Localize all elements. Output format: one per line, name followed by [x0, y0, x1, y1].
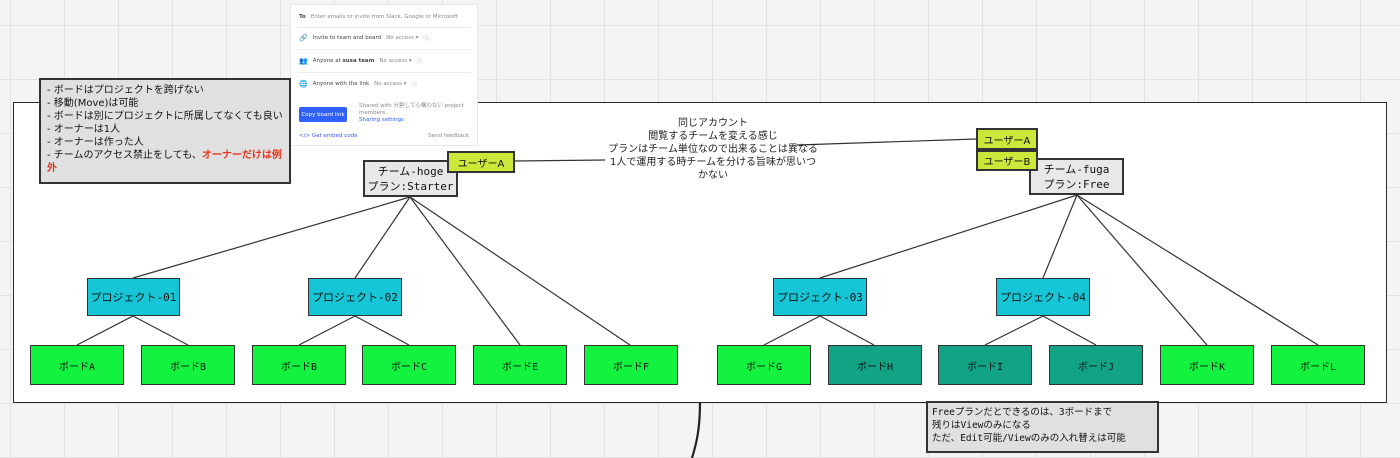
edge-p01-boardB — [132, 315, 189, 346]
anyone-link-label: Anyone with the link — [312, 81, 370, 87]
edge-center-userA2 — [796, 138, 977, 146]
edge-fuga-boardL — [1076, 194, 1319, 346]
project-03: プロジェクト-03 — [773, 278, 867, 316]
board-c: ボードC — [362, 345, 456, 385]
team-plan: プラン:Starter — [367, 179, 454, 193]
edge-hoge-boardE — [409, 196, 521, 346]
rule-item: ボードは別にプロジェクトに所属してなくても良い — [47, 110, 283, 123]
org-label: Anyone at susa team — [312, 58, 375, 64]
people-icon: 👥 — [299, 57, 308, 65]
edge-p04-boardJ — [1042, 315, 1097, 346]
copy-board-link-button[interactable]: Copy board link — [299, 107, 347, 122]
link-icon: 🔗 — [299, 34, 308, 42]
team-plan: プラン:Free — [1043, 177, 1110, 191]
invite-team-label: Invite to team and board — [312, 35, 382, 41]
team-fuga: チーム-fuga プラン:Free — [1029, 158, 1124, 195]
board-a: ボードA — [30, 345, 124, 385]
user-a-fuga: ユーザーA — [976, 128, 1038, 150]
board-k: ボードK — [1160, 345, 1254, 385]
edge-fuga-p03 — [819, 194, 1078, 279]
shared-with-text: Shared with 分割して心構わない project members. S… — [359, 103, 464, 123]
owner-exception: オーナーだけは例外 — [47, 150, 282, 174]
board-i: ボードI — [938, 345, 1032, 385]
board-l: ボードL — [1271, 345, 1365, 385]
divider — [297, 27, 471, 28]
board-g: ボードG — [717, 345, 811, 385]
rules-note: ボードはプロジェクトを跨げない 移動(Move)は可能 ボードは別にプロジェクト… — [39, 78, 291, 184]
rule-item: オーナーは1人 — [47, 123, 283, 136]
info-icon: ⓘ — [423, 36, 429, 42]
edge-p03-boardG — [763, 315, 821, 346]
edge-p02-boardB — [298, 315, 356, 346]
info-icon: ⓘ — [416, 59, 423, 65]
divider — [297, 72, 471, 73]
team-name: チーム-hoge — [377, 164, 444, 178]
rule-item: オーナーは作った人 — [47, 136, 283, 149]
share-row-org: 👥 Anyone at susa team No access ▾ ⓘ — [299, 57, 469, 65]
board-e: ボードE — [473, 345, 567, 385]
edge-p01-boardA — [76, 315, 134, 346]
code-icon: </> — [299, 133, 311, 139]
edge-hoge-p02 — [354, 196, 411, 279]
board-h: ボードH — [828, 345, 922, 385]
team-access-dropdown[interactable]: No access ▾ — [386, 35, 419, 41]
board-j: ボードJ — [1049, 345, 1143, 385]
share-row-team: 🔗 Invite to team and board No access ▾ ⓘ — [299, 34, 469, 42]
edge-p04-boardI — [984, 315, 1044, 346]
team-hoge: チーム-hoge プラン:Starter — [363, 160, 458, 197]
edge-hoge-p01 — [132, 196, 411, 279]
board-f: ボードF — [584, 345, 678, 385]
invite-email-input[interactable]: Enter emails or invite from Slack, Googl… — [310, 14, 458, 20]
share-row-link: 🌐 Anyone with the link No access ▾ ⓘ — [299, 80, 469, 88]
rule-item: チームのアクセス禁止をしても、オーナーだけは例外 — [47, 149, 283, 175]
edge-curve-bottom — [690, 402, 702, 458]
edge-p03-boardH — [819, 315, 875, 346]
edge-hoge-boardF — [409, 196, 631, 346]
edge-p02-boardC — [354, 315, 410, 346]
project-02: プロジェクト-02 — [308, 278, 402, 316]
org-access-dropdown[interactable]: No access ▾ — [379, 58, 412, 64]
free-plan-note: Freeプランだとできるのは、3ボードまで 残りはViewのみになる ただ、Ed… — [926, 401, 1159, 453]
info-icon: ⓘ — [411, 82, 417, 88]
edge-userA-center — [514, 159, 606, 162]
sharing-settings-link[interactable]: Sharing settings — [359, 117, 404, 123]
send-feedback-link[interactable]: Send feedback — [428, 133, 469, 139]
rule-item: ボードはプロジェクトを跨げない — [47, 84, 283, 97]
board-b-2: ボードB — [252, 345, 346, 385]
divider — [297, 49, 471, 50]
to-label: To — [299, 14, 306, 20]
project-04: プロジェクト-04 — [996, 278, 1090, 316]
share-to-row[interactable]: To Enter emails or invite from Slack, Go… — [299, 14, 469, 20]
board-b: ボードB — [141, 345, 235, 385]
globe-icon: 🌐 — [299, 80, 308, 88]
edge-fuga-boardK — [1076, 194, 1208, 346]
link-access-dropdown[interactable]: No access ▾ — [374, 81, 407, 87]
rule-item: 移動(Move)は可能 — [47, 97, 283, 110]
center-explanation: 同じアカウント 閲覧するチームを変える感じ プランはチーム単位なので出来ることは… — [608, 118, 818, 181]
embed-code-link[interactable]: </> Get embed code — [299, 133, 358, 139]
share-panel: To Enter emails or invite from Slack, Go… — [290, 4, 478, 146]
user-b-fuga: ユーザーB — [976, 150, 1038, 171]
edge-fuga-p04 — [1042, 194, 1078, 279]
project-01: プロジェクト-01 — [87, 278, 180, 316]
team-name: チーム-fuga — [1043, 162, 1110, 176]
user-a-hoge: ユーザーA — [447, 151, 515, 173]
share-footer: </> Get embed code Send feedback — [299, 133, 469, 139]
